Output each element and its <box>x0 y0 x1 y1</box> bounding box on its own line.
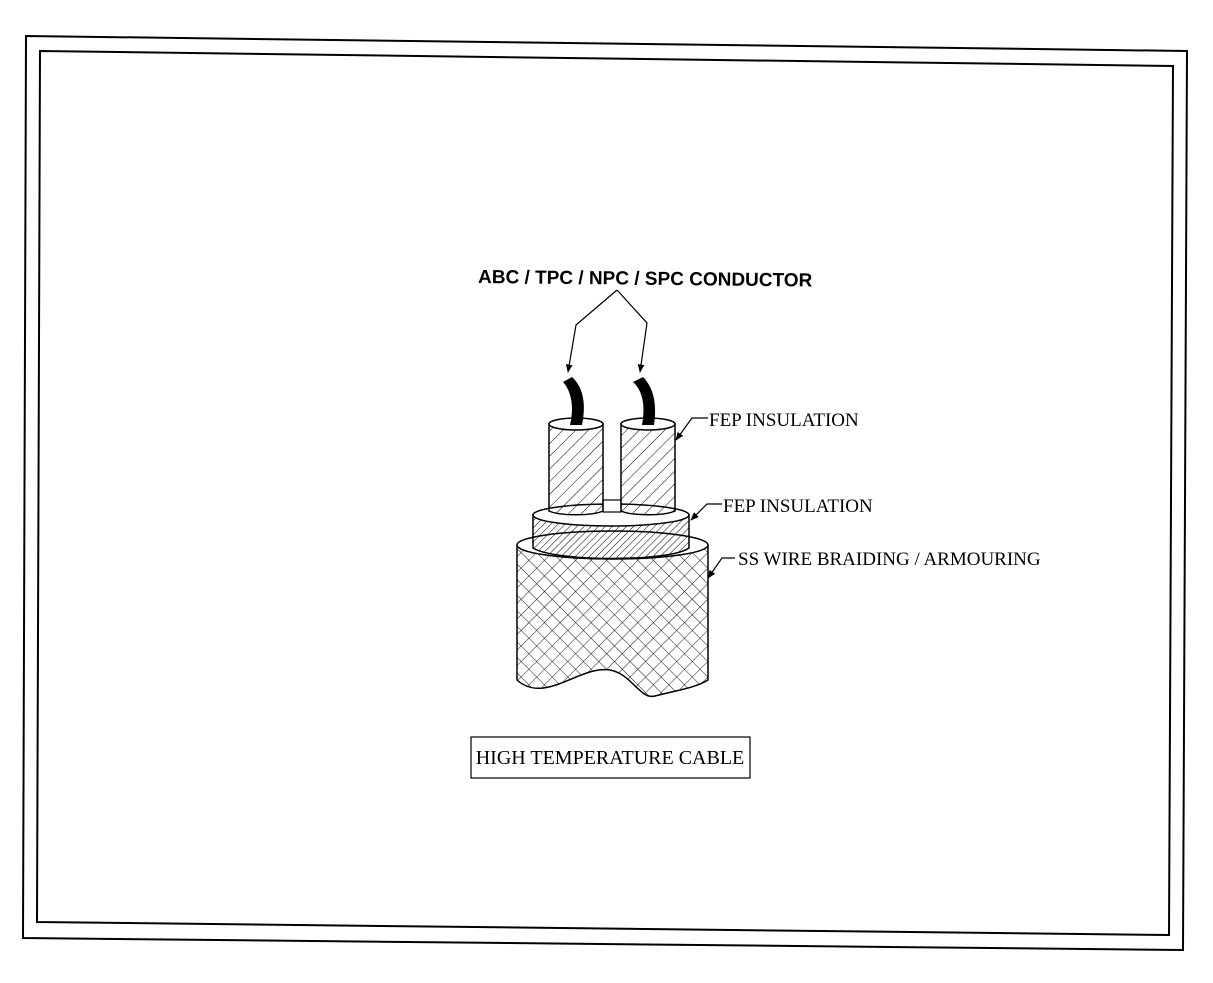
label-bedding-insulation: FEP INSULATION <box>723 496 873 517</box>
bedding-leader <box>690 503 722 521</box>
core-right <box>620 377 676 516</box>
conductor-right <box>633 377 656 425</box>
core-insulation-leader <box>675 417 708 441</box>
leader-lines <box>565 289 735 579</box>
core-gap <box>602 499 622 513</box>
conductor-leader-left <box>565 289 618 373</box>
core-left <box>548 377 604 516</box>
label-armour: SS WIRE BRAIDING / ARMOURING <box>738 549 1041 570</box>
conductor-leader-right <box>616 289 648 373</box>
inner-border <box>35 49 1175 937</box>
conductor-left <box>563 377 584 425</box>
outer-border <box>21 34 1189 952</box>
title-box: HIGH TEMPERATURE CABLE <box>470 736 751 779</box>
label-conductor: ABC / TPC / NPC / SPC CONDUCTOR <box>478 267 813 292</box>
label-core-insulation: FEP INSULATION <box>709 410 859 431</box>
armour-leader <box>707 557 735 579</box>
diagram-title: HIGH TEMPERATURE CABLE <box>476 747 745 769</box>
